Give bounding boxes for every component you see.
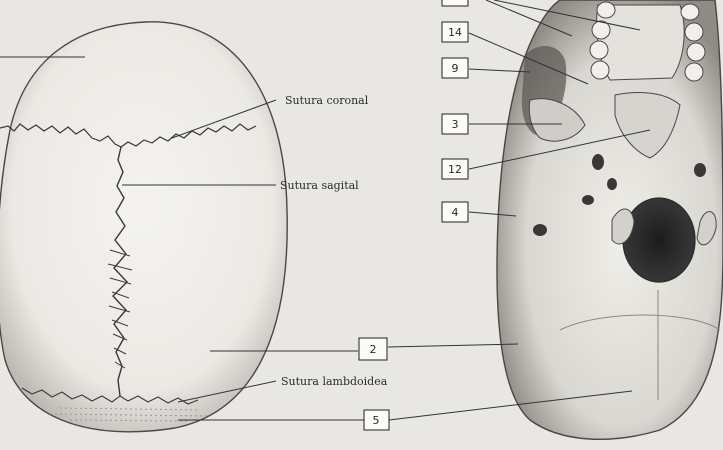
- cranial-vault-outline: [0, 22, 287, 432]
- callout-5: 5: [364, 410, 389, 430]
- foramen-magnum: [623, 198, 695, 282]
- callout-3-number: 3: [452, 118, 459, 131]
- skull-superior-view: [0, 22, 287, 432]
- callout-2-leader-right: [388, 344, 518, 347]
- callout-2-number: 2: [370, 343, 377, 356]
- callout-14: 14: [442, 22, 468, 42]
- callout-5-number: 5: [373, 414, 380, 427]
- callout-3: 3: [442, 114, 468, 134]
- callout-2: 2: [359, 338, 387, 360]
- label-sutura-sagital: Sutura sagital: [280, 179, 359, 192]
- callout-9: 9: [442, 58, 468, 78]
- label-sutura-lambdoidea: Sutura lambdoidea: [281, 375, 388, 388]
- label-sutura-coronal: Sutura coronal: [285, 94, 369, 107]
- callout-14-number: 14: [448, 26, 462, 39]
- callout-4-number: 4: [452, 206, 459, 219]
- callout-box-top-cut: [442, 0, 468, 6]
- callout-12-number: 12: [448, 163, 462, 176]
- callout-9-number: 9: [452, 62, 459, 75]
- skull-inferior-view: [497, 0, 723, 439]
- callout-12: 12: [442, 159, 468, 179]
- callout-4: 4: [442, 202, 468, 222]
